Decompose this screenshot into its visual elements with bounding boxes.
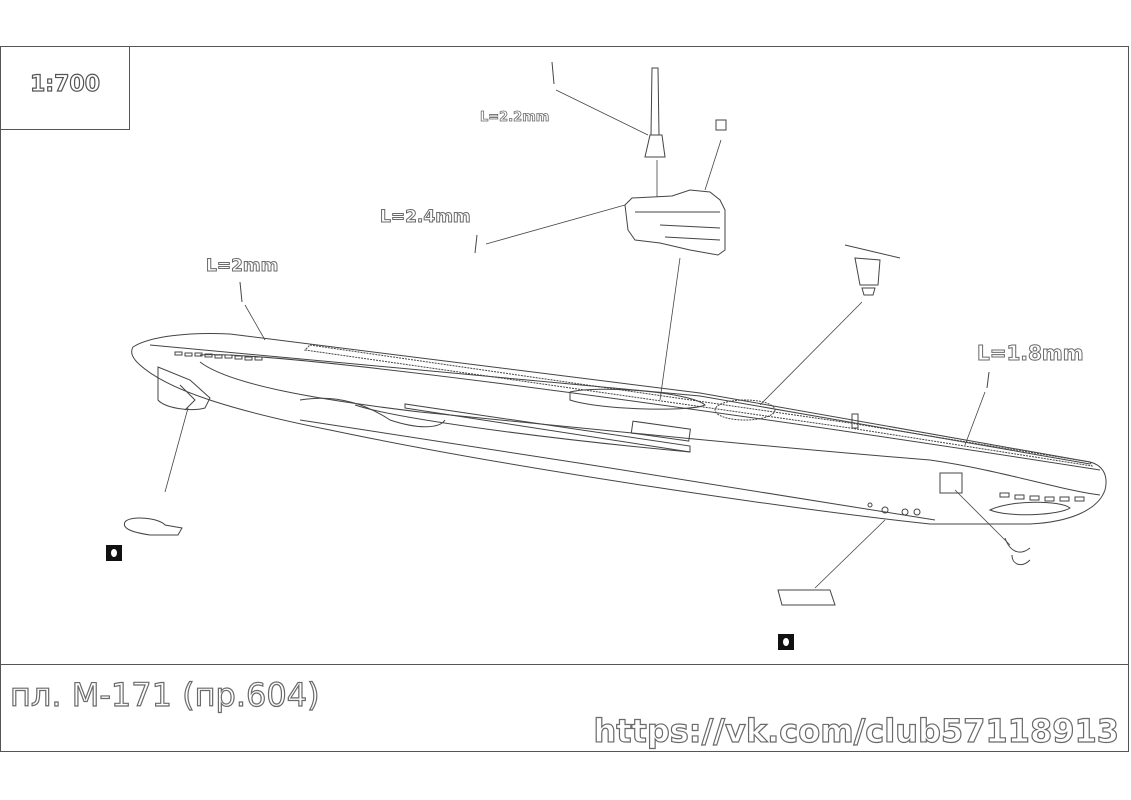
conning-tower — [624, 189, 726, 256]
deck-grating — [303, 344, 1093, 467]
bow-fitting — [123, 517, 183, 536]
stern-housing — [939, 472, 963, 494]
part-marker-icon — [106, 545, 122, 561]
hull-side-curve — [199, 361, 1101, 496]
sheet-frame — [0, 46, 1129, 752]
periscope-rod — [474, 234, 478, 254]
hull-outline — [131, 333, 1107, 525]
deck-slots — [174, 351, 1085, 502]
scale-label: 1:700 — [29, 71, 101, 97]
antenna-rod — [551, 61, 555, 85]
gun-platform — [714, 399, 776, 421]
keel-line — [299, 419, 936, 521]
bow-fin-detail — [179, 384, 196, 411]
stern-rod-length-label: L=1.8mm — [977, 341, 1085, 366]
tower-detail — [635, 211, 721, 241]
deck-edge — [199, 354, 1101, 471]
tower-base — [569, 388, 706, 410]
deck-gun — [844, 244, 901, 296]
part-marker-icon — [778, 634, 794, 650]
bow-rod — [239, 281, 243, 303]
small-fitting — [715, 119, 727, 131]
model-title: пл. М-171 (пр.604) — [9, 675, 320, 714]
deck-hatch — [630, 420, 691, 442]
rudder-part — [1004, 537, 1031, 566]
saddle-line — [404, 403, 691, 453]
bow-fin — [157, 366, 211, 411]
bitt — [851, 413, 859, 429]
periscope-length-label: L=2.4mm — [380, 207, 472, 228]
scale-box — [0, 46, 130, 130]
keel-fitting — [777, 589, 836, 606]
antenna-mast — [650, 67, 660, 136]
stern-rod — [986, 371, 990, 389]
title-divider — [0, 664, 1129, 665]
side-recess — [299, 397, 446, 428]
stern-recess — [988, 501, 1071, 516]
antenna-base — [644, 134, 666, 158]
side-strake — [354, 404, 691, 453]
bow-rod-length-label: L=2mm — [205, 256, 279, 277]
leader-lines — [164, 89, 1011, 589]
antenna-length-label: L=2.2mm — [480, 110, 550, 126]
deck-line — [149, 344, 1091, 465]
source-url: https://vk.com/club57118913 — [593, 711, 1120, 750]
